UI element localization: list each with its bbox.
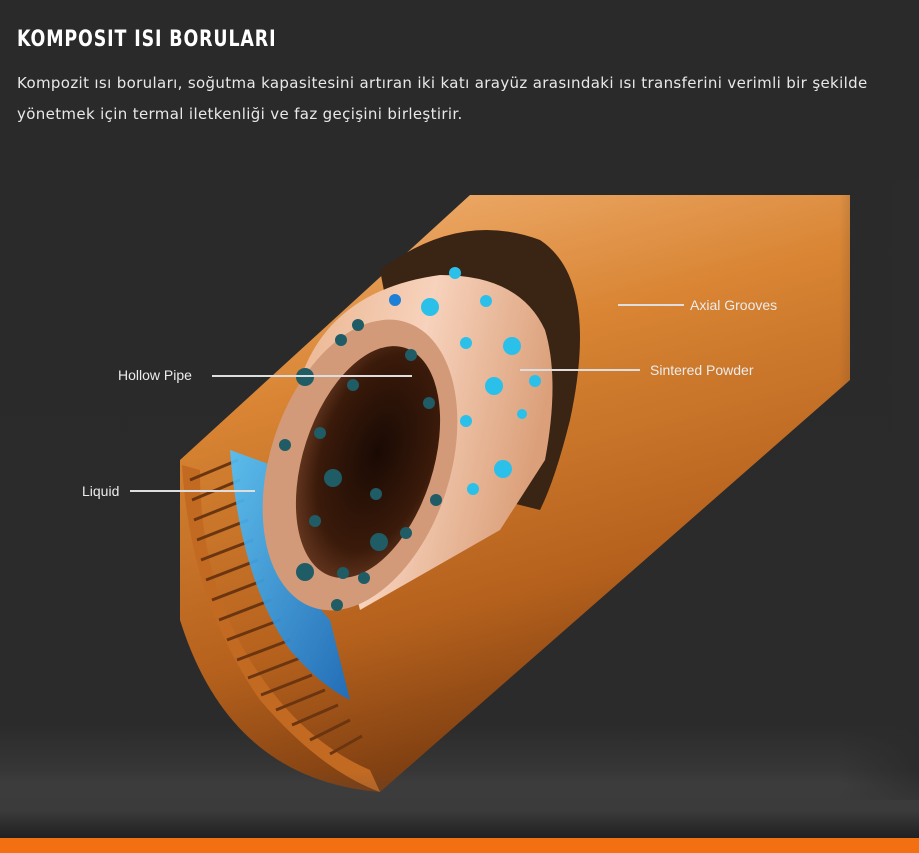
- page-description: Kompozit ısı boruları, soğutma kapasites…: [17, 74, 868, 123]
- heat-pipe-illustration: Hollow Pipe Liquid Axial Grooves Sintere…: [82, 180, 919, 800]
- axial-grooves-label: Axial Grooves: [690, 297, 777, 313]
- callout-lines: [130, 304, 684, 492]
- hollow-pipe-label: Hollow Pipe: [118, 367, 192, 383]
- liquid-label: Liquid: [82, 483, 119, 499]
- sintered-powder-label: Sintered Powder: [650, 362, 754, 378]
- page-title: KOMPOSIT ISI BORULARI: [17, 27, 277, 52]
- sintered-powder-dots: [279, 267, 541, 611]
- accent-bottom-bar: [0, 838, 919, 853]
- bottom-fog: [0, 770, 919, 838]
